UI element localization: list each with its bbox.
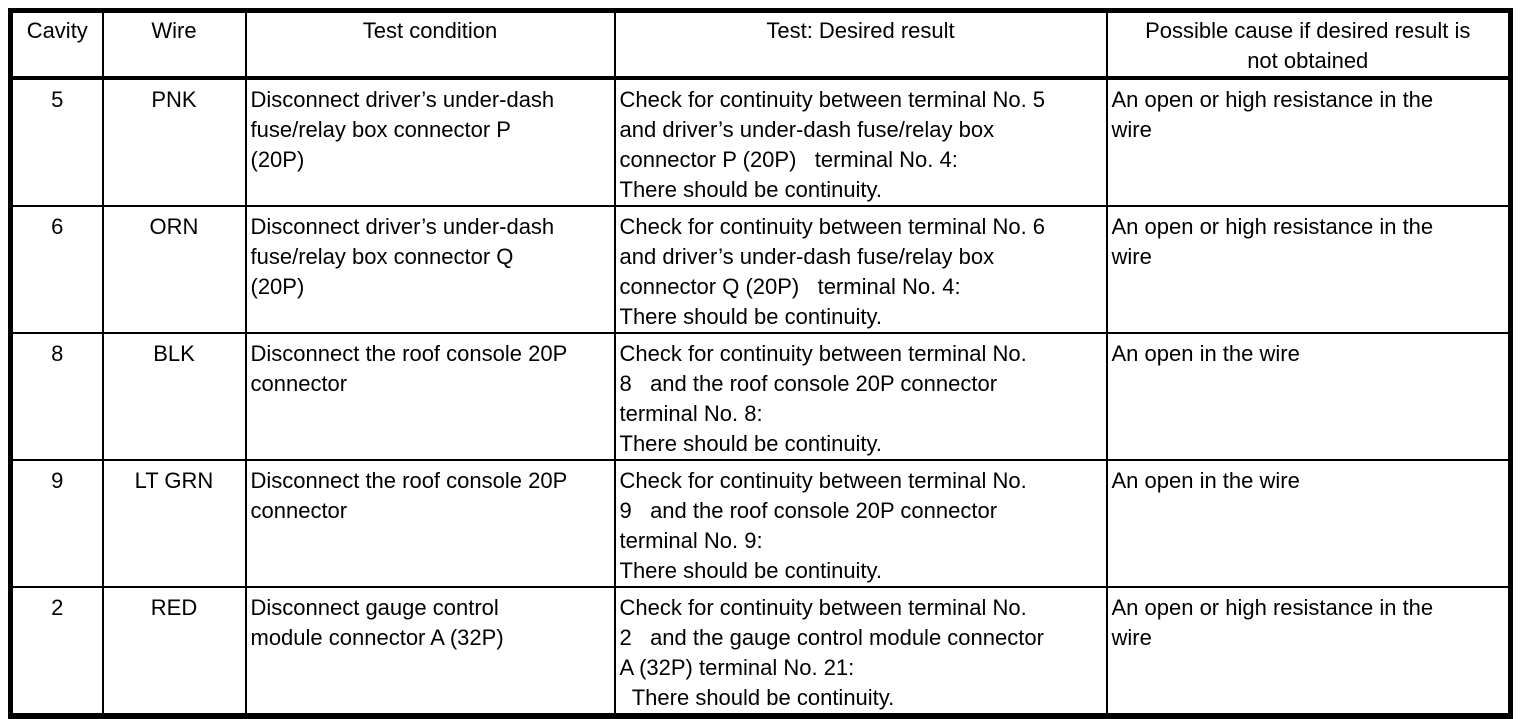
- cell-desired-result: Check for continuity between terminal No…: [613, 459, 1108, 588]
- cell-test-condition: Disconnect driver’s under-dash fuse/rela…: [244, 205, 616, 334]
- continuity-test-table: Cavity Wire Test condition Test: Desired…: [8, 8, 1513, 719]
- header-cavity: Cavity: [9, 9, 104, 80]
- cell-cavity: 6: [9, 205, 104, 334]
- cell-desired-result: Check for continuity between terminal No…: [613, 77, 1108, 207]
- header-possible-cause: Possible cause if desired result is not …: [1105, 9, 1512, 80]
- table-row: 6 ORN Disconnect driver’s under-dash fus…: [9, 205, 1512, 334]
- cell-cavity: 9: [9, 459, 104, 588]
- header-wire: Wire: [101, 9, 247, 80]
- table-row: 8 BLK Disconnect the roof console 20P co…: [9, 332, 1512, 461]
- cell-cavity: 5: [9, 77, 104, 207]
- cell-test-condition: Disconnect the roof console 20P connecto…: [244, 332, 616, 461]
- cell-test-condition: Disconnect gauge control module connecto…: [244, 586, 616, 717]
- cell-test-condition: Disconnect the roof console 20P connecto…: [244, 459, 616, 588]
- cell-desired-result: Check for continuity between terminal No…: [613, 205, 1108, 334]
- cell-possible-cause: An open or high resistance in the wire: [1105, 205, 1512, 334]
- cell-possible-cause: An open or high resistance in the wire: [1105, 586, 1512, 717]
- cell-cavity: 8: [9, 332, 104, 461]
- cell-wire: LT GRN: [101, 459, 247, 588]
- cell-wire: BLK: [101, 332, 247, 461]
- header-desired-result: Test: Desired result: [613, 9, 1108, 80]
- table-row: 5 PNK Disconnect driver’s under-dash fus…: [9, 77, 1512, 207]
- cell-wire: RED: [101, 586, 247, 717]
- cell-wire: ORN: [101, 205, 247, 334]
- header-test-condition: Test condition: [244, 9, 616, 80]
- table-row: 2 RED Disconnect gauge control module co…: [9, 586, 1512, 717]
- cell-possible-cause: An open in the wire: [1105, 459, 1512, 588]
- cell-test-condition: Disconnect driver’s under-dash fuse/rela…: [244, 77, 616, 207]
- header-row: Cavity Wire Test condition Test: Desired…: [9, 9, 1512, 80]
- cell-cavity: 2: [9, 586, 104, 717]
- cell-wire: PNK: [101, 77, 247, 207]
- table-row: 9 LT GRN Disconnect the roof console 20P…: [9, 459, 1512, 588]
- cell-desired-result: Check for continuity between terminal No…: [613, 332, 1108, 461]
- cell-desired-result: Check for continuity between terminal No…: [613, 586, 1108, 717]
- cell-possible-cause: An open or high resistance in the wire: [1105, 77, 1512, 207]
- cell-possible-cause: An open in the wire: [1105, 332, 1512, 461]
